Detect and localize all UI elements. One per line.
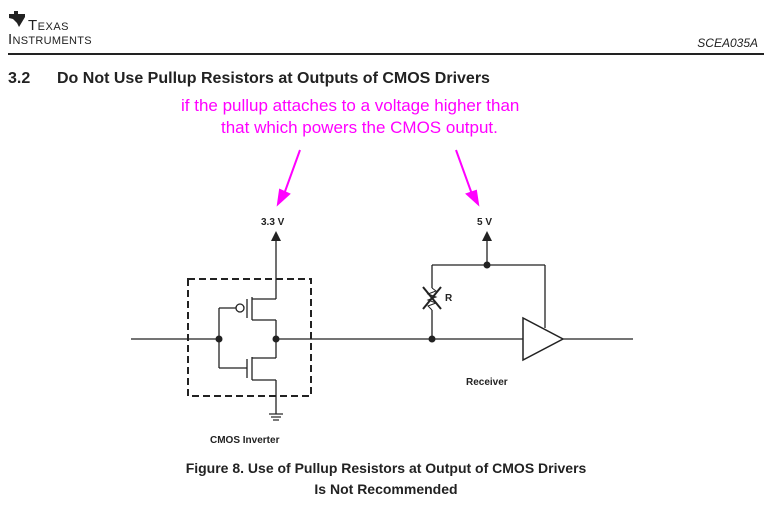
annotation-line-2: that which powers the CMOS output.: [221, 118, 498, 137]
header-divider: [8, 53, 764, 55]
section-number: 3.2: [8, 70, 31, 87]
supply-label-3v3: 3.3 V: [261, 217, 285, 228]
figure-caption-line-2: Is Not Recommended: [314, 481, 458, 497]
supply-arrow-3v3-icon: [271, 231, 281, 241]
inverter-box: [187, 278, 312, 397]
supply-label-5v: 5 V: [477, 217, 493, 228]
annotation-arrow-right: [455, 149, 480, 207]
figure-caption-line-1: Figure 8. Use of Pullup Resistors at Out…: [185, 460, 587, 476]
receiver-label: Receiver: [466, 377, 508, 388]
inverter-label: CMOS Inverter: [210, 435, 280, 446]
junction-dot: [428, 335, 436, 343]
pmos-bubble: [235, 303, 245, 313]
document-id: SCEA035A: [697, 36, 758, 50]
junction-dot: [215, 335, 223, 343]
ti-logo-icon: [9, 11, 25, 27]
logo-text-instruments: Instruments: [8, 31, 92, 48]
section-title: Do Not Use Pullup Resistors at Outputs o…: [57, 70, 490, 87]
logo-text-texas: Texas: [28, 17, 70, 34]
supply-arrow-5v-icon: [482, 231, 492, 241]
junction-dot: [483, 261, 491, 269]
ground-icon: [269, 413, 283, 421]
annotation-line-1: if the pullup attaches to a voltage high…: [181, 96, 520, 115]
receiver-buffer: [522, 316, 565, 362]
resistor-label: R: [445, 293, 453, 304]
annotation-arrow-left: [276, 149, 301, 207]
resistor-r: [422, 286, 442, 311]
junction-dot: [272, 335, 280, 343]
